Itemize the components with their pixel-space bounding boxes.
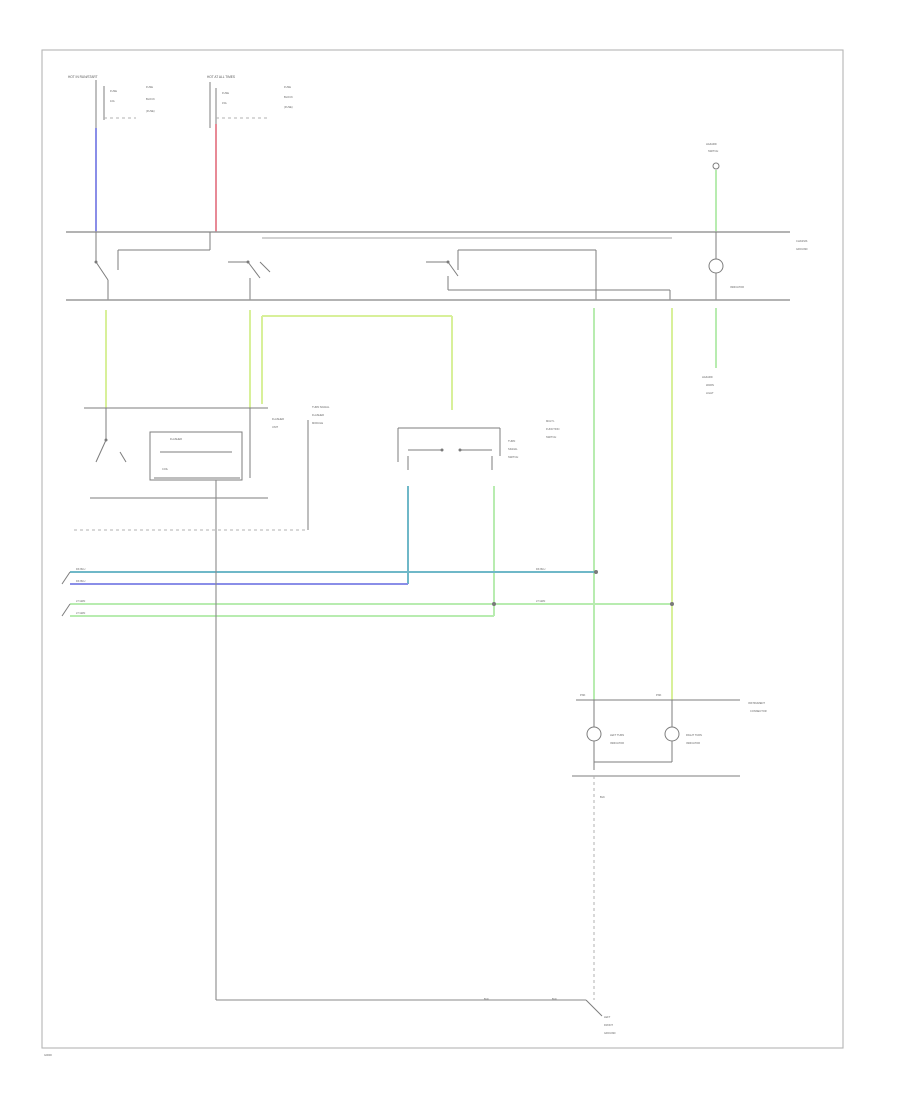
- ground-symbol: [585, 999, 603, 1017]
- fuse-block-2-sub-3: (FUSE): [284, 105, 293, 109]
- wire-label-ltgrn-2: LT GRN: [76, 611, 85, 615]
- fuse-block-1-pin-2: 10A: [110, 99, 115, 103]
- flasher-label-2: UNIT: [272, 425, 278, 429]
- turn-signal-switch: TURN SIGNAL SWITCH MULTI- FUNCTION SWITC…: [397, 419, 560, 470]
- splice-3: [670, 602, 674, 606]
- combo-label-2: SIGNAL: [508, 447, 518, 451]
- switch-2: [228, 260, 271, 300]
- fuse-block-2-sub: FUSE: [284, 85, 291, 89]
- flasher-label: FLASHER: [272, 417, 284, 421]
- turn-signal-label-2: FLASHER: [312, 413, 324, 417]
- splice-1: [594, 570, 598, 574]
- turn-signal-label-3: MODULE: [312, 421, 323, 425]
- fuse-block-2-title: HOT AT ALL TIMES: [207, 75, 235, 79]
- combo-label-3: SWITCH: [508, 455, 518, 459]
- combo-label-6: SWITCH: [546, 435, 556, 439]
- ground-bottom-label-3: GROUND: [604, 1031, 616, 1035]
- fuse-block-1-sub-3: (FUSE): [146, 109, 155, 113]
- flasher-inner-label-2: COIL: [162, 467, 169, 471]
- wire-label-dkblu-right: DK BLU: [536, 567, 545, 571]
- wire-label-ltgrn: LT GRN: [76, 599, 85, 603]
- harness-bend-1: [61, 571, 71, 585]
- hazard-top-label-2: SWITCH: [708, 149, 718, 153]
- splice-2: [492, 602, 496, 606]
- fuse-block-2: HOT AT ALL TIMES FUSE 15A FUSE BLOCK (FU…: [207, 75, 293, 128]
- connector-label-2: CONNECTOR: [750, 709, 767, 713]
- chassis-right-label: CHASSIS: [796, 239, 808, 243]
- indicator-label: INDICATOR: [730, 285, 744, 289]
- connector-label: INSTRUMENT: [748, 701, 765, 705]
- indicator-low-label-3: LIGHT: [706, 391, 714, 395]
- fuse-block-2-pin-2: 15A: [222, 101, 227, 105]
- flasher-inner-label: FLASHER: [170, 437, 182, 441]
- ground-bottom-label: LEFT: [604, 1015, 611, 1019]
- right-turn-indicator: RIGHT TURN INDICATOR: [594, 700, 702, 763]
- flasher-unit: FLASHER COIL FLASHER UNIT TURN SIGNAL FL…: [74, 405, 330, 531]
- combo-label: TURN: [508, 439, 515, 443]
- wire-label-dkblu: DK BLU: [76, 567, 85, 571]
- gray-wire-label-2: BLK: [552, 997, 557, 1001]
- indicator-low-label: HAZARD: [702, 375, 713, 379]
- diagram-frame: [41, 49, 844, 1049]
- combo-label-5: FUNCTION: [546, 427, 560, 431]
- hazard-top-terminal: [712, 162, 720, 170]
- hazard-switch-top: HAZARD SWITCH: [706, 142, 720, 232]
- fuse-block-1-sub-2: BLOCK: [146, 97, 155, 101]
- left-turn-label: LEFT TURN: [610, 733, 624, 737]
- left-turn-indicator: LEFT TURN INDICATOR: [586, 700, 624, 770]
- switch-1: [94, 232, 211, 300]
- fuse-block-1-title: HOT IN RUN/START: [68, 75, 98, 79]
- wire-label-ltgrn-right: LT GRN: [536, 599, 545, 603]
- fuse-block-1: HOT IN RUN/START FUSE 10A FUSE BLOCK (FU…: [68, 75, 155, 128]
- connector-pin-2: PNK: [656, 693, 662, 697]
- indicator-low-label-2: WARN: [706, 383, 714, 387]
- right-turn-label: RIGHT TURN: [686, 733, 702, 737]
- ground-wire-label: BLK: [600, 795, 605, 799]
- left-turn-label-2: INDICATOR: [610, 741, 624, 745]
- harness-bend-2: [61, 603, 71, 617]
- page-id: G0000: [44, 1053, 52, 1057]
- ground-bottom-label-2: FRONT: [604, 1023, 613, 1027]
- right-turn-label-2: INDICATOR: [686, 741, 700, 745]
- fuse-block-1-sub: FUSE: [146, 85, 153, 89]
- combo-label-4: MULTI-: [546, 419, 555, 423]
- hazard-top-label: HAZARD: [706, 142, 717, 146]
- connector-pin-1: PNK: [580, 693, 586, 697]
- fuse-block-2-sub-2: BLOCK: [284, 95, 293, 99]
- fuse-block-1-pin-1: FUSE: [110, 89, 117, 93]
- indicator-lamp: INDICATOR: [708, 232, 744, 300]
- chassis-right-label-2: GROUND: [796, 247, 808, 251]
- gray-wire-label: BLK: [484, 997, 489, 1001]
- turn-signal-label: TURN SIGNAL: [312, 405, 330, 409]
- switch-3: [426, 249, 671, 300]
- fuse-block-2-pin-1: FUSE: [222, 91, 229, 95]
- wire-label-dkblu-2: DK BLU: [76, 579, 85, 583]
